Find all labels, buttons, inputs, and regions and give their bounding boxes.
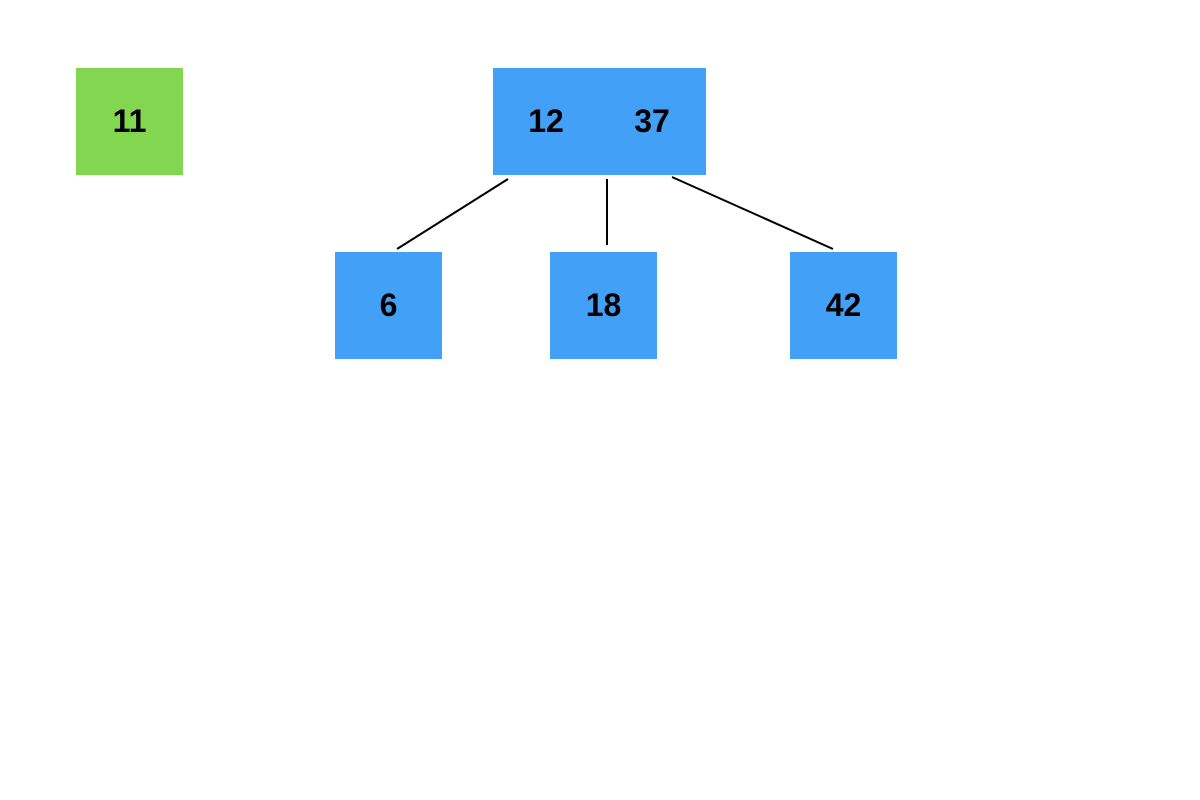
child-node-value: 6 xyxy=(379,287,398,323)
child-node: 42 xyxy=(790,252,897,359)
insert-node: 11 xyxy=(76,68,183,175)
child-node-value: 18 xyxy=(585,287,622,323)
child-node-value: 42 xyxy=(825,287,862,323)
edge-root-to-child-6 xyxy=(396,178,509,250)
root-node: 12 37 xyxy=(493,68,706,175)
child-node: 18 xyxy=(550,252,657,359)
root-key: 12 xyxy=(528,103,564,139)
insert-node-value: 11 xyxy=(112,103,147,139)
root-key: 37 xyxy=(634,103,670,139)
child-node: 6 xyxy=(335,252,442,359)
edge-root-to-child-42 xyxy=(671,176,834,250)
